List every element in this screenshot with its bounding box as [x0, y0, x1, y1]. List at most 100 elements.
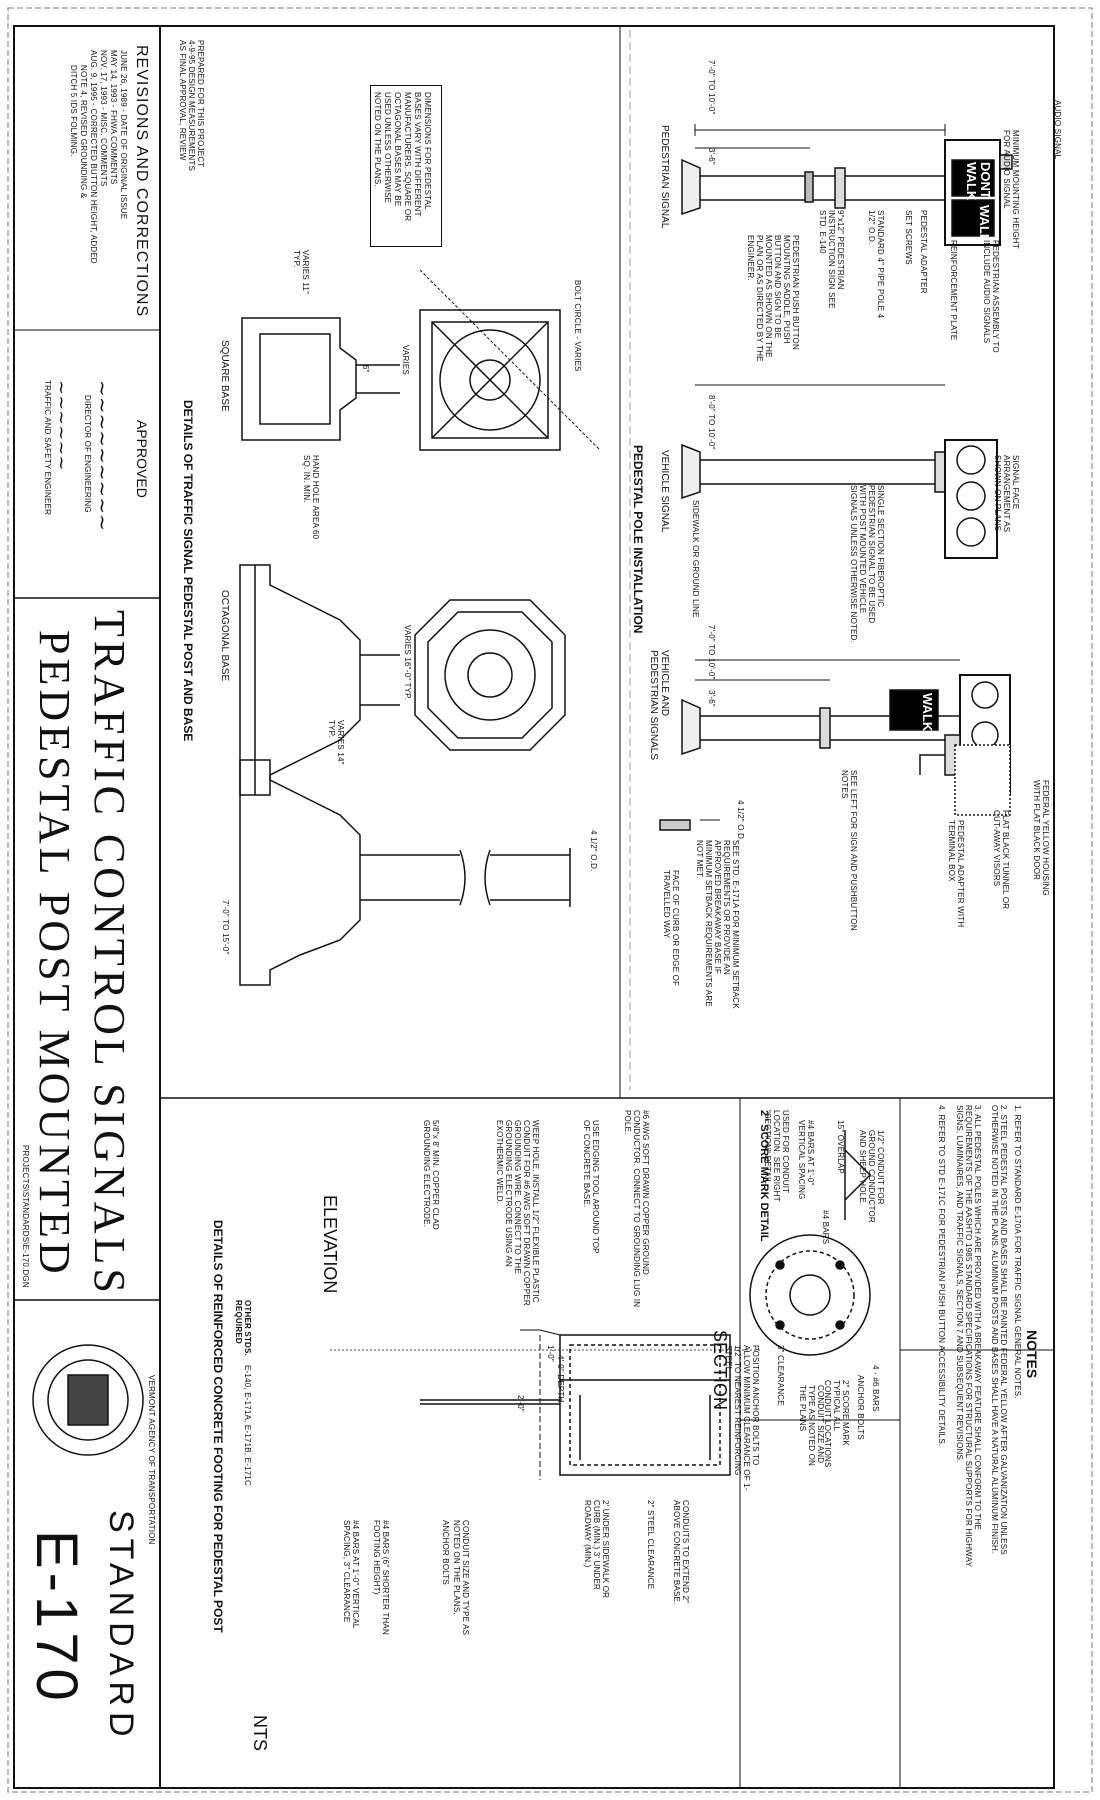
base-label: HAND HOLE AREA 60 SQ. IN. MIN. — [302, 455, 320, 540]
pole-installation-heading: PEDESTAL POLE INSTALLATION — [631, 445, 645, 634]
note-item: 3. ALL PEDESTAL POLES WHICH ARE PROVIDED… — [955, 1105, 982, 1567]
footing-label: 5/8"x 8' MIN. COPPER CLAD GROUNDING ELEC… — [422, 1120, 440, 1230]
pole-label: STANDARD 4" PIPE POLE 4 1/2" O.D. — [867, 210, 885, 319]
section-label: ANCHOR BOLTS — [856, 1375, 865, 1440]
stamp-line: 4-9-95 DESIGN MEASUREMENTS — [187, 40, 196, 172]
file-reference: PROJECTS\STANDARDS\E-170.DGN — [21, 1145, 30, 1288]
octagonal-base-caption: OCTAGONAL BASE — [219, 590, 230, 682]
footing-label: #4 BARS (6" SHORTER THAN FOOTING HEIGHT) — [372, 1520, 390, 1635]
revision-item: NOTE 4, REVISED GROUNDING & — [79, 65, 88, 199]
pole-label: AUDIO SIGNAL — [1053, 100, 1062, 160]
revision-item: DITCH 5 IDS FOLMING. — [69, 65, 78, 157]
pole-label: SIGNAL FACE ARRANGEMENT AS SHOWN ON PLAN… — [993, 455, 1020, 533]
engineer-title: TRAFFIC AND SAFETY ENGINEER — [43, 380, 52, 516]
base-label: BOLT CIRCLE - VARIES — [573, 280, 582, 372]
dim-label: 7'-0" TO 10'-0" — [707, 625, 716, 680]
note-item: 1. REFER TO STANDARD E-170A FOR TRAFFIC … — [1013, 1105, 1022, 1399]
note-item: 2. STEEL PEDESTAL POSTS AND BASES SHALL … — [990, 1105, 1008, 1555]
score-detail-caption: USED FOR CONDUIT LOCATION. SEE RIGHT "SE… — [763, 1110, 790, 1202]
square-base-elevation — [241, 317, 400, 441]
pole-label: SEE LEFT FOR SIGN AND PUSHBUTTON NOTES — [840, 770, 858, 931]
base-label: VARIES — [401, 345, 410, 375]
pole-veh-ped-signal — [659, 674, 1011, 831]
footing-label: 1'-0" — [546, 1345, 555, 1362]
stamp-line: AS FINAL APPROVAL, REVIEW — [178, 40, 187, 161]
revisions-heading: REVISIONS AND CORRECTIONS — [133, 45, 150, 318]
pole-label: FACE OF CURB OR EDGE OF TRAVELLED WAY — [662, 870, 680, 987]
post-elevation — [239, 759, 571, 986]
dont-walk-indication: DONT WALK — [964, 162, 993, 201]
revision-item: AUG. 9, 1995 - CORRECTED BUTTON HEIGHT, … — [89, 50, 98, 264]
dimension-note-line: DIMENSIONS FOR PEDESTAL — [423, 92, 432, 210]
dimension-note-line: OCTAGONAL BASES MAY BE — [393, 92, 402, 207]
other-stds-list: E-140, E-171A, E-171B, E-171C — [243, 1365, 252, 1486]
pole-label: MINIMUM MOUNTING HEIGHT FOR AUDIO SIGNAL — [1002, 130, 1020, 249]
veh-ped-caption: VEHICLE AND PEDESTRIAN SIGNALS — [648, 650, 670, 761]
base-details-heading: DETAILS OF TRAFFIC SIGNAL PEDESTAL POST … — [181, 400, 195, 742]
drawing-title-line2: PEDESTAL POST MOUNTED — [30, 630, 79, 1278]
footing-label: USE EDGING TOOL AROUND TOP OF CONCRETE B… — [582, 1120, 600, 1254]
footing-label: #6 AWG SOFT DRAWN COPPER GROUND CONDUCTO… — [623, 1110, 650, 1308]
pole-label: SEE STD. E-171A FOR MINIMUM SETBACK REQU… — [695, 840, 740, 1009]
footing-label: 2" STEEL CLEARANCE — [646, 1500, 655, 1590]
engineer-signature: ~~~~~~ — [51, 380, 72, 471]
pole-label: SIDEWALK OR GROUND LINE — [691, 500, 700, 618]
dimension-note-box — [370, 85, 442, 247]
pole-label: PEDESTRIAN PUSH BUTTON MOUNTING SADDLE, … — [746, 235, 800, 362]
vehicle-signal-caption: VEHICLE SIGNAL — [659, 450, 670, 533]
pole-label: PEDESTRIAN ASSEMBLY TO INCLUDE AUDIO SIG… — [982, 240, 1000, 353]
ped-signal-caption: PEDESTRIAN SIGNAL — [659, 125, 670, 229]
footing-heading: DETAILS OF REINFORCED CONCRETE FOOTING F… — [211, 1220, 225, 1633]
dimension-note-line: USED UNLESS OTHERWISE — [383, 92, 392, 204]
section-label: 1/2" CONDUIT FOR GROUND CONDUCTOR AND SH… — [858, 1130, 885, 1223]
pole-vehicle-signal — [681, 439, 998, 559]
section-label: 3" CLEARANCE — [776, 1345, 785, 1406]
footing-label: 2'-0" — [516, 1395, 525, 1412]
elevation-caption: ELEVATION — [320, 1195, 340, 1294]
director-signature: ~~~~~~~~~ — [91, 380, 115, 531]
note-item: 4. REFER TO STD E-171C FOR PEDESTRIAN PU… — [937, 1105, 946, 1447]
section-label: #4 BARS AT 1'-0" VERTICAL SPACING — [797, 1120, 815, 1200]
section-label: 4 - #6 BARS — [871, 1365, 880, 1412]
pole-label: PEDESTAL ADAPTER — [919, 210, 928, 294]
footing-label: #4 BARS AT 1'-0" VERTICAL SPACING, 3" CL… — [342, 1520, 360, 1629]
agency-seal — [32, 1344, 144, 1456]
footing-label: CONDUITS TO EXTEND 2" ABOVE CONCRETE BAS… — [672, 1500, 690, 1605]
square-base-plan — [419, 269, 601, 451]
stamp-line: PREPARED FOR THIS PROJECT — [196, 40, 205, 168]
approved-heading: APPROVED — [134, 420, 150, 498]
base-label: 7'-0" TO 15'-0" — [221, 900, 230, 955]
dimension-note-line: MANUFACTURERS. SQUARE OR — [403, 92, 412, 222]
section-label: 2" SCORE MARK TYPICAL ALL CONDUIT LOCATI… — [823, 1380, 850, 1468]
footing-elevation — [330, 1329, 760, 1480]
base-label: 6" — [361, 365, 370, 373]
walk-indication: WALK — [977, 205, 992, 244]
section-label: #4 BARS — [821, 1210, 830, 1245]
octagonal-base-plan — [414, 599, 566, 751]
revision-item: MAY 14, 1993 - FHWA COMMENTS — [109, 50, 118, 185]
dim-label: 8'-0" TO 10'-0" — [707, 395, 716, 450]
base-label: 4 1/2" O.D. — [589, 830, 598, 872]
pole-label: FEDERAL YELLOW HOUSING WITH FLAT BLACK D… — [1032, 780, 1050, 896]
octagonal-base-elevation — [239, 564, 400, 796]
nts-label: NTS — [250, 1715, 270, 1751]
dim-label: 3'-6" — [707, 690, 716, 707]
dim-label: 3'-6" — [707, 148, 716, 165]
other-stds-label: OTHER STDS. REQUIRED — [234, 1300, 252, 1356]
director-title: DIRECTOR OF ENGINEERING — [83, 395, 92, 513]
pole-label: REINFORCEMENT PLATE — [949, 240, 958, 341]
dimension-note-line: BASES VARY WITH DIFFERENT — [413, 92, 422, 217]
standard-number: E-170 — [24, 1530, 89, 1705]
footing-label: CONDUIT SIZE AND TYPE AS NOTED ON THE PL… — [452, 1520, 470, 1636]
square-base-caption: SQUARE BASE — [219, 340, 230, 412]
footing-label: 4'-0" DEPTH — [556, 1355, 565, 1403]
pole-label: SINGLE SECTION FIBEROPTIC PEDESTRIAN SIG… — [849, 485, 885, 644]
walk-indication-combo: WALK — [920, 693, 935, 732]
revision-item: NOV. 17, 1993 - MISC. COMMENTS — [99, 50, 108, 187]
standard-label: STANDARD — [102, 1510, 140, 1743]
base-label: VARIES 16"-0" TYP. — [403, 625, 412, 701]
pole-label: SET SCREWS — [904, 210, 913, 265]
base-label: VARIES 11" TYP. — [292, 250, 310, 295]
footing-section — [749, 1234, 871, 1356]
